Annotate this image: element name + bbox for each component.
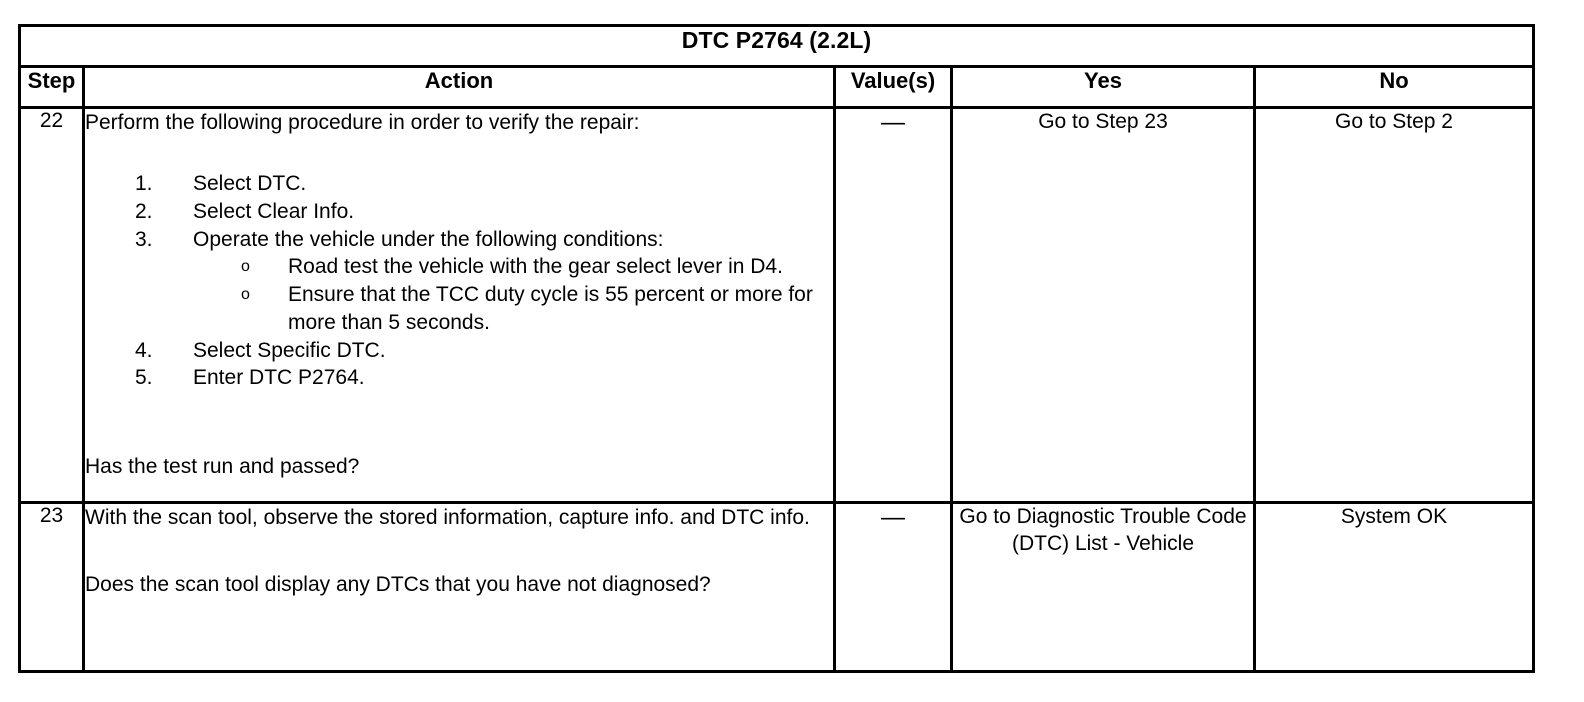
- circle-bullet-icon: o: [241, 286, 250, 304]
- value-cell: —: [833, 501, 953, 673]
- list-item: 3. Operate the vehicle under the followi…: [85, 226, 833, 337]
- dtc-diagnostic-table: DTC P2764 (2.2L) Step Action Value(s) Ye…: [18, 24, 1535, 673]
- list-marker: 1.: [135, 172, 153, 196]
- spacer: [85, 531, 833, 571]
- list-item: 1. Select DTC.: [85, 170, 833, 198]
- list-marker: 4.: [135, 338, 153, 362]
- no-result-cell: System OK: [1253, 501, 1535, 673]
- page-title: DTC P2764 (2.2L): [18, 24, 1535, 68]
- list-item-text: Select DTC.: [193, 172, 307, 196]
- column-header-step: Step: [18, 65, 85, 109]
- table-title-row: DTC P2764 (2.2L): [18, 24, 1535, 68]
- sub-list-item: o Road test the vehicle with the gear se…: [193, 253, 833, 281]
- table-row: 22 Perform the following procedure in or…: [18, 106, 1535, 504]
- action-cell: Perform the following procedure in order…: [82, 106, 836, 504]
- sub-condition-list: o Road test the vehicle with the gear se…: [193, 253, 833, 336]
- action-lead-text: Perform the following procedure in order…: [85, 111, 640, 134]
- spacer: [85, 136, 833, 170]
- action-question-text: Has the test run and passed?: [85, 454, 360, 478]
- list-item-text: Select Specific DTC.: [193, 338, 386, 362]
- step-number: 22: [18, 106, 85, 504]
- action-cell: With the scan tool, observe the stored i…: [82, 501, 836, 673]
- list-marker: 3.: [135, 227, 153, 251]
- action-lead-text: With the scan tool, observe the stored i…: [85, 506, 810, 529]
- procedure-list: 1. Select DTC. 2. Select Clear Info. 3. …: [85, 170, 833, 392]
- sub-list-item-text: Ensure that the TCC duty cycle is 55 per…: [288, 283, 813, 334]
- yes-result-cell: Go to Diagnostic Trouble Code (DTC) List…: [950, 501, 1256, 673]
- list-item-text: Enter DTC P2764.: [193, 366, 365, 390]
- column-header-no: No: [1253, 65, 1535, 109]
- list-marker: 2.: [135, 200, 153, 224]
- sub-list-item: o Ensure that the TCC duty cycle is 55 p…: [193, 281, 833, 336]
- table-row: 23 With the scan tool, observe the store…: [18, 501, 1535, 673]
- no-result-cell: Go to Step 2: [1253, 106, 1535, 504]
- list-item: 5. Enter DTC P2764.: [85, 364, 833, 392]
- list-item-text: Select Clear Info.: [193, 200, 355, 224]
- table-header-row: Step Action Value(s) Yes No: [18, 65, 1535, 109]
- sub-list-item-text: Road test the vehicle with the gear sele…: [288, 255, 783, 279]
- step-number: 23: [18, 501, 85, 673]
- list-marker: 5.: [135, 366, 153, 390]
- list-item-text: Operate the vehicle under the following …: [193, 227, 664, 251]
- action-question-text: Does the scan tool display any DTCs that…: [85, 573, 711, 597]
- column-header-yes: Yes: [950, 65, 1256, 109]
- value-cell: —: [833, 106, 953, 504]
- yes-result-cell: Go to Step 23: [950, 106, 1256, 504]
- circle-bullet-icon: o: [241, 258, 250, 276]
- column-header-action: Action: [82, 65, 836, 109]
- list-item: 4. Select Specific DTC.: [85, 337, 833, 365]
- column-header-values: Value(s): [833, 65, 953, 109]
- list-item: 2. Select Clear Info.: [85, 198, 833, 226]
